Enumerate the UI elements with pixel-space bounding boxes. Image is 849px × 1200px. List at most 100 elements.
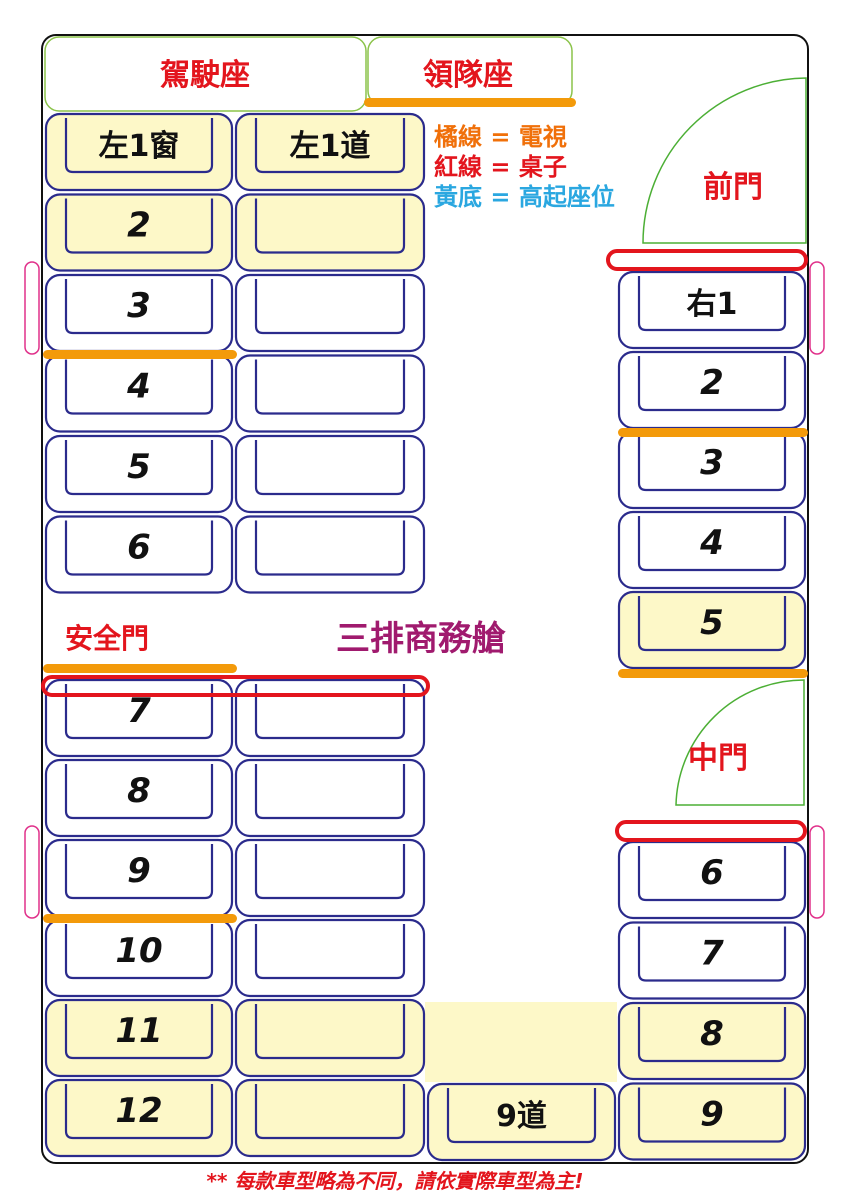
seat-right-rear-3[interactable]: 8 [617,1001,807,1081]
seat-label: 12 [115,1091,162,1131]
seat-cushion [64,1084,214,1140]
seat-left-window-11[interactable]: 11 [44,998,234,1078]
seat-cushion [64,764,214,820]
tv-line-left-row7 [43,664,237,673]
side-mark-left-lower [24,825,40,919]
seat-cushion [254,440,406,496]
seat-right-front-2[interactable]: 2 [617,350,807,430]
seat-cushion [446,1088,597,1144]
seat-right-front-4[interactable]: 4 [617,510,807,590]
seat-outline [234,434,426,514]
seat-cushion [637,1087,787,1143]
seat-outline [234,998,426,1078]
tv-line-left-row4 [43,350,237,359]
seat-cushion [64,1004,214,1060]
seat-cushion [637,1007,787,1063]
seat-cushion [64,359,214,415]
seat-cushion [64,279,214,335]
seat-left-aisle-12[interactable] [234,1078,426,1158]
seat-left-aisle-8[interactable] [234,758,426,838]
seat-right-front-1[interactable]: 右1 [617,270,807,350]
seat-outline [234,678,426,758]
seat-label: 5 [700,603,724,643]
seat-left-window-1[interactable]: 左1窗 [44,112,234,192]
seat-label: 8 [127,771,151,811]
seat-right-rear-4[interactable]: 9 [617,1082,807,1161]
seat-label: 9道 [496,1099,547,1134]
seat-label: 4 [126,367,151,407]
side-mark-right-upper [809,261,825,355]
guide-seat-label: 領隊座 [423,58,513,93]
seat-left-aisle-9[interactable] [234,838,426,918]
seat-cushion [254,198,406,254]
seat-left-window-6[interactable]: 6 [44,515,234,594]
seat-cushion [64,440,214,496]
tv-line-guide [364,98,576,107]
seat-label: 2 [700,363,724,403]
seat-cushion [254,118,406,174]
seat-cushion [637,596,787,652]
seat-right-rear-2[interactable]: 7 [617,921,807,1000]
seat-left-window-10[interactable]: 10 [44,918,234,998]
seat-label: 9 [700,1095,724,1135]
seat-left-aisle-11[interactable] [234,998,426,1078]
seat-left-window-7[interactable]: 7 [44,678,234,758]
seats-group: 左1窗 左1道 2 3 4 5 6 7 8 9 10 11 12 右1 2 3 4 5 6 7 8 9 9道 [44,112,807,1162]
seat-label: 8 [700,1014,724,1054]
seat-outline [234,838,426,918]
seat-left-window-12[interactable]: 12 [44,1078,234,1158]
side-mark-left-upper [24,261,40,355]
seat-left-aisle-7[interactable] [234,678,426,758]
seat-left-window-4[interactable]: 4 [44,354,234,433]
front-door-arc [642,77,807,244]
seat-label: 6 [127,528,151,568]
rear-raised-floor [425,1002,617,1082]
seat-label: 3 [700,443,724,483]
seat-cushion [64,684,214,740]
seat-back-aisle[interactable]: 9道 [426,1082,617,1162]
seat-left-aisle-5[interactable] [234,434,426,514]
seat-left-aisle-10[interactable] [234,918,426,998]
legend-raised: 黃底 = 高起座位 [434,183,615,211]
seat-right-rear-1[interactable]: 6 [617,840,807,920]
seat-label: 左1窗 [99,129,180,164]
seat-cushion [254,684,406,740]
seat-left-window-8[interactable]: 8 [44,758,234,838]
seat-left-aisle-1[interactable]: 左1道 [234,112,426,192]
seat-label: 10 [115,931,162,971]
side-mark-right-lower [809,825,825,919]
table-line-left-row7 [41,675,430,697]
seat-outline [234,354,426,433]
seat-right-front-5[interactable]: 5 [617,590,807,670]
seat-left-window-2[interactable]: 2 [44,193,234,272]
seat-label: 7 [127,691,151,731]
tv-line-right-row3 [618,428,808,437]
seat-outline [234,193,426,272]
seat-outline [234,273,426,353]
seat-cushion [254,1084,406,1140]
seat-left-aisle-2[interactable] [234,193,426,272]
seat-label: 4 [699,523,724,563]
seat-left-window-3[interactable]: 3 [44,273,234,353]
table-line-right-front [606,249,808,271]
seat-cushion [254,1004,406,1060]
seat-cushion [637,436,787,492]
seat-cushion [254,924,406,980]
seat-label: 2 [127,206,151,246]
middle-door-label: 中門 [688,741,748,776]
seat-label: 左1道 [290,129,371,164]
table-line-right-row6 [615,820,807,842]
seat-label: 6 [700,853,724,893]
seat-left-aisle-6[interactable] [234,515,426,594]
seat-cushion [637,846,787,902]
seat-left-aisle-4[interactable] [234,354,426,433]
seat-right-front-3[interactable]: 3 [617,430,807,510]
seat-label: 9 [127,851,151,891]
legend-table: 紅線 = 桌子 [434,153,567,181]
seat-label: 11 [115,1011,162,1051]
seat-left-window-9[interactable]: 9 [44,838,234,918]
seat-left-window-5[interactable]: 5 [44,434,234,514]
seat-left-aisle-3[interactable] [234,273,426,353]
footer-note: ** 每款車型略為不同，請依實際車型為主! [206,1169,583,1193]
seat-cushion [254,359,406,415]
